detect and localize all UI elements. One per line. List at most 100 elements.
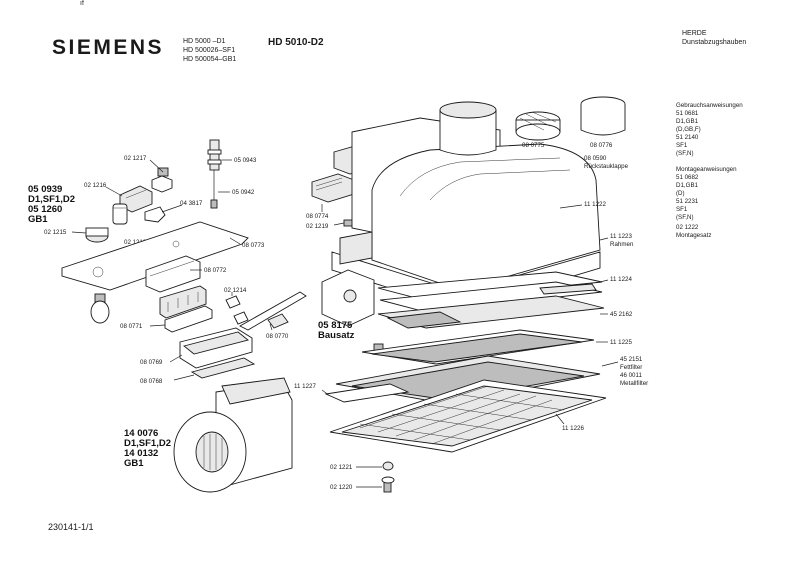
doc-line: Montagesatz [676,232,711,239]
part-label-080775: 08 0775 [522,142,545,149]
bulb-glass [90,300,110,324]
kit-bracket-hole [343,289,357,303]
doc-line: 51 2231 [676,198,699,205]
grid-lines [359,393,565,441]
group-label-motor: 05 0939 [28,184,62,195]
part-label-111226: 11 1226 [562,425,584,432]
filter-mesh [386,311,462,329]
lamp-housing-top [183,331,249,355]
leader-line [229,237,241,245]
part-label-111224: 11 1224 [610,276,632,283]
appliance-type: HERDE Dunstabzugshauben [682,30,746,47]
doc-line: (D) [676,190,685,197]
dome-contour [399,157,561,197]
part-label-080772: 08 0772 [204,267,227,274]
part-label-460011-desc: Metallfilter [620,380,648,387]
leader-line [105,186,123,197]
lamp-bulb [90,293,110,324]
housing-detail [149,260,195,277]
rod-end [210,199,218,209]
doc-line: 51 0681 [676,110,699,117]
group-label-motor: 05 1260 [28,204,62,215]
hood-side-flange [339,231,373,265]
part-label-021219: 02 1219 [306,223,329,230]
collar-opening [439,101,497,119]
clip-part [233,311,249,325]
doc-line: Gebrauchsanweisungen [676,102,743,109]
brand-logo: SIEMENS [52,36,165,59]
grid-bars [519,111,557,131]
rod-switch-part [207,139,222,209]
part-label-080769: 08 0769 [140,359,163,366]
leader-line [333,222,345,226]
part-label-111223: 11 1223 [610,233,632,240]
rod-clip [207,149,222,155]
clip-part [225,295,241,309]
doc-line: 51 0682 [676,174,699,181]
switch-rod [209,139,220,171]
group-label-fan: GB1 [124,458,144,469]
part-label-080590-desc: Rückstauklappe [584,163,629,170]
leader-line [169,354,183,363]
leader-line [161,204,183,213]
leader-line [601,361,619,367]
part-label-080776: 08 0776 [590,142,613,149]
bracket-part [151,175,173,193]
rahmen-frame [377,271,603,301]
part-label-021216: 02 1216 [84,182,107,189]
part-label-080770: 08 0770 [266,333,289,340]
part-label-050943: 05 0943 [234,157,257,164]
outlet-tube [580,104,626,136]
frame-slot [539,283,597,295]
part-label-080774: 08 0774 [306,213,329,220]
leader-line [269,323,273,331]
group-label-fan: 14 0076 [124,428,158,439]
filter-holder-pattern [371,333,583,363]
part-label-460011: 46 0011 [620,372,642,379]
doc-line: D1,GB1 [676,182,699,189]
part-label-021218: 02 1218 [124,239,147,246]
group-label-kit: Bausatz [318,330,355,341]
model-variant: HD 500026–SF1 [183,47,236,54]
leader-line [149,324,166,327]
part-label-021217: 02 1217 [124,155,147,162]
lamp-cover-glass [324,383,410,403]
leader-line [599,279,609,283]
lever-knob [267,313,289,329]
doc-line: (SF,N) [676,214,694,221]
doc-line: 02 1222 [676,224,699,231]
documentation-list: Gebrauchsanweisungen 51 0681 D1,GB1 (D,G… [676,102,743,239]
group-label-motor: GB1 [28,214,48,225]
part-label-021220: 02 1220 [330,484,353,491]
leader-line [173,374,195,381]
part-label-021221: 02 1221 [330,464,353,471]
filter-box-part [311,173,355,203]
switch-housing [145,255,201,293]
group-label-kit: 05 8175 [318,320,353,331]
lamp-glass [190,357,256,379]
part-label-050942: 05 0942 [232,189,255,196]
part-label-111227: 11 1227 [294,383,316,390]
doc-line: 51 2140 [676,134,699,141]
part-label-452151-desc: Fettfilter [620,364,642,371]
part-label-021214: 02 1214 [224,287,247,294]
dome-contour [429,169,571,201]
lever-part [239,291,307,331]
box-detail [315,177,343,191]
part-label-111225: 11 1225 [610,339,632,346]
group-label-motor: D1,SF1,D2 [28,194,75,205]
capacitor-part [112,203,128,225]
leader-line [71,231,87,234]
fettfilter-pattern [351,361,585,401]
part-label-080771: 08 0771 [120,323,143,330]
leader-line [599,237,609,241]
part-label-452151: 45 2151 [620,356,643,363]
fixing-knob [382,461,394,471]
doc-line: SF1 [676,142,688,149]
leader-line [149,159,164,173]
model-variant: HD 5000 –D1 [183,38,226,45]
leader-line [321,389,331,397]
appliance-name: Dunstabzugshauben [682,38,747,46]
